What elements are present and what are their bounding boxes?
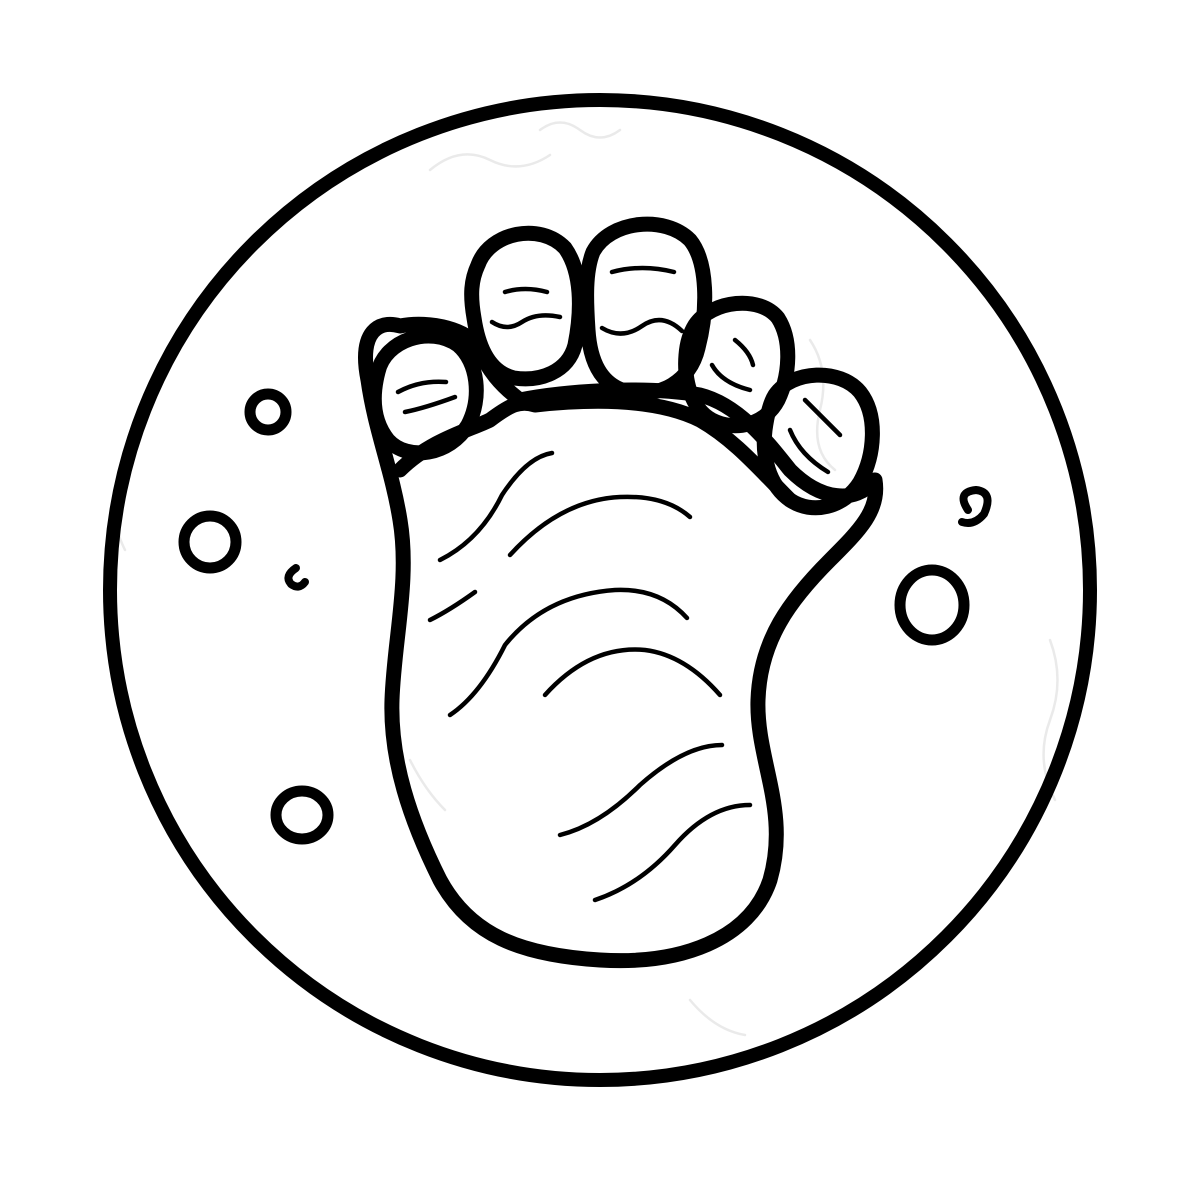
sole-inner-edge [392, 393, 798, 508]
sole-lines [427, 450, 753, 903]
footprint-icon [358, 316, 884, 969]
bubble-icon [894, 564, 970, 646]
circle-frame-icon [103, 93, 1097, 1087]
bubble-icon [284, 564, 309, 591]
toe-lines [395, 265, 843, 475]
bubble-icon [244, 388, 292, 436]
toe-icon [464, 225, 587, 387]
bubble-icon [178, 510, 242, 574]
bubbles [178, 388, 992, 845]
bubble-icon [270, 785, 334, 845]
bubble-icon [958, 486, 992, 527]
toes [366, 216, 880, 516]
